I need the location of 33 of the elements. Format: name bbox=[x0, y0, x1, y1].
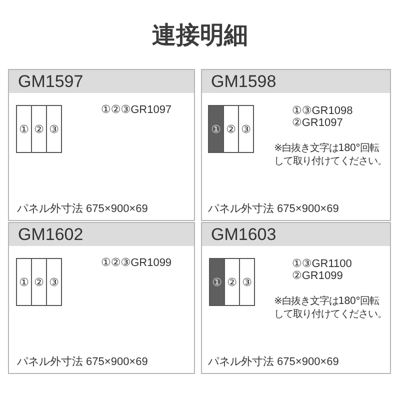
panel-section: ② bbox=[223, 105, 239, 153]
panel-dimension-text: パネル外寸法 675×900×69 bbox=[208, 356, 339, 369]
part-number-text: ①③GR1100 bbox=[292, 258, 352, 270]
part-number-text: ②GR1099 bbox=[292, 270, 343, 282]
panel-section: ③ bbox=[238, 105, 254, 153]
panel-dimension-text: パネル外寸法 675×900×69 bbox=[208, 203, 339, 216]
panel-section: ③ bbox=[239, 258, 255, 306]
model-number-header: GM1598 bbox=[202, 70, 390, 93]
product-card bbox=[201, 69, 391, 221]
panel-section: ① bbox=[209, 258, 225, 306]
panel-dimension-text: パネル外寸法 675×900×69 bbox=[17, 356, 148, 369]
part-number-text: ①②③GR1099 bbox=[101, 257, 172, 269]
panel-section: ② bbox=[224, 258, 240, 306]
product-card bbox=[8, 222, 195, 374]
note-text: ※白抜き文字は180°回転して取り付けてください。 bbox=[274, 295, 387, 321]
panel-dimension-text: パネル外寸法 675×900×69 bbox=[17, 203, 148, 216]
product-card bbox=[201, 222, 391, 374]
page-title: 連接明細 bbox=[152, 22, 248, 50]
part-number-text: ①②③GR1097 bbox=[101, 104, 172, 116]
part-number-text: ②GR1097 bbox=[292, 117, 343, 129]
panel-section: ① bbox=[16, 105, 32, 153]
part-number-text: ①③GR1098 bbox=[292, 105, 353, 117]
model-number-header: GM1597 bbox=[9, 70, 194, 93]
panel-section: ③ bbox=[46, 105, 62, 153]
panel-section: ③ bbox=[46, 258, 62, 306]
panel-section: ② bbox=[31, 105, 47, 153]
model-number-header: GM1602 bbox=[9, 223, 194, 246]
note-text: ※白抜き文字は180°回転して取り付けてください。 bbox=[274, 142, 387, 168]
panel-section: ① bbox=[208, 105, 224, 153]
model-number-header: GM1603 bbox=[202, 223, 390, 246]
product-card bbox=[8, 69, 195, 221]
panel-section: ① bbox=[16, 258, 32, 306]
panel-section: ② bbox=[31, 258, 47, 306]
